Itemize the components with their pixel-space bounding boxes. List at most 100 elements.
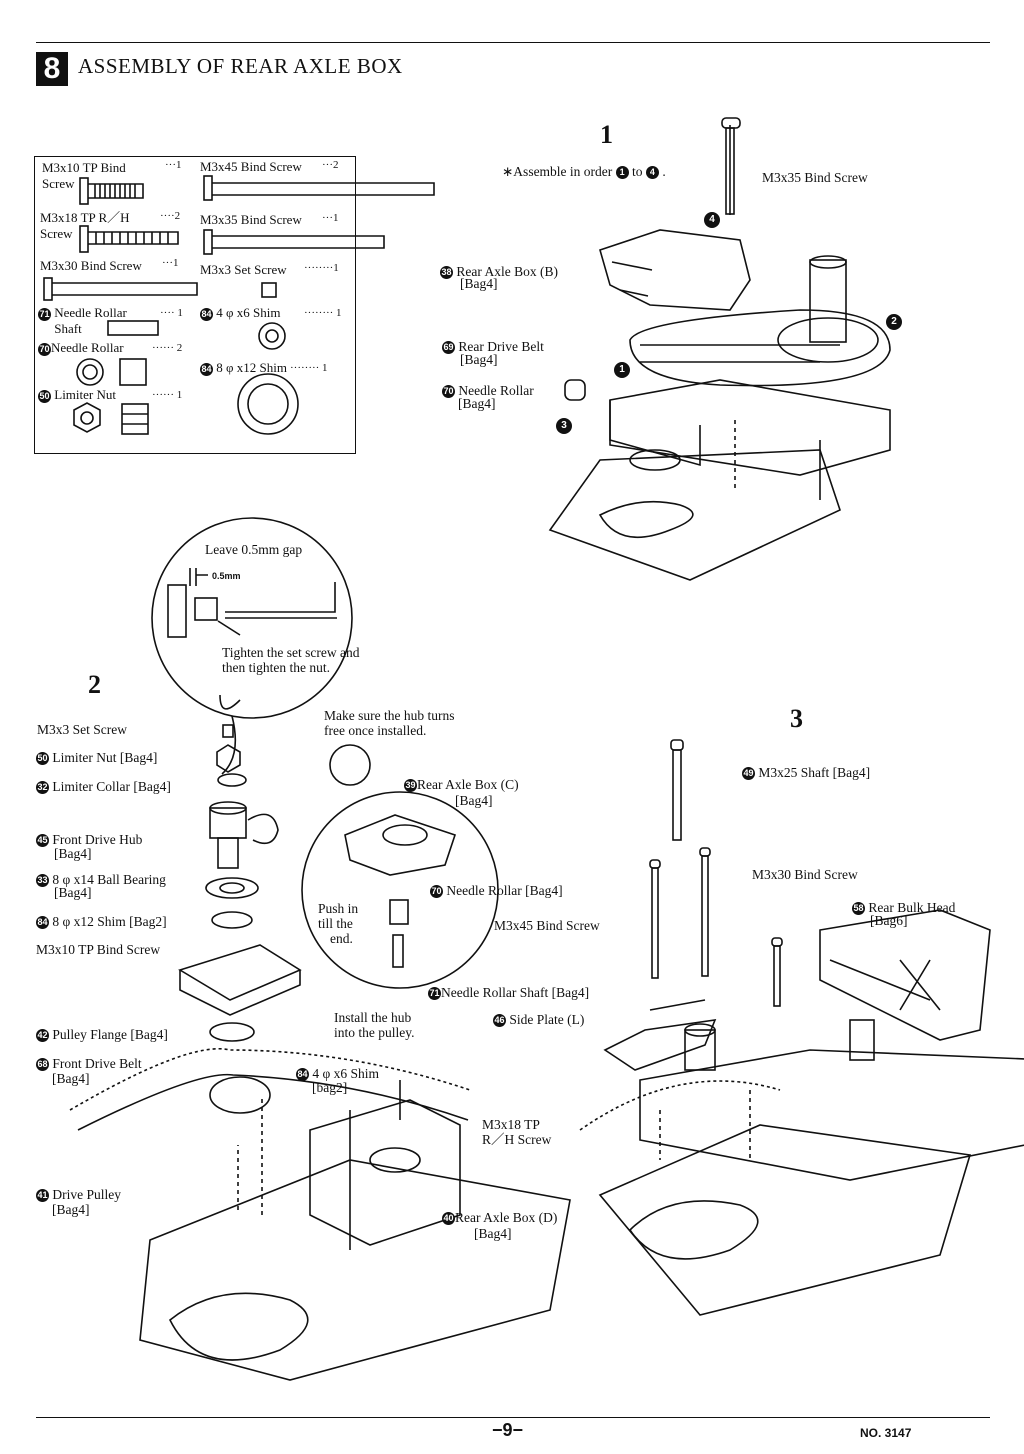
part-m3x35-name: M3x35 Bind Screw <box>200 212 302 227</box>
part-number-mark: 45 <box>36 834 49 848</box>
step1-drawing <box>548 117 891 581</box>
bottom-rule <box>36 1417 990 1418</box>
order-note-prefix: ∗Assemble in order <box>502 164 613 179</box>
page-number: −9− <box>492 1420 524 1440</box>
order-note-mid: to <box>632 164 643 179</box>
bulkhead-text: Rear Bulk Head <box>868 900 956 915</box>
step2-drive-pulley-bag: [Bag4] <box>52 1202 90 1217</box>
part-number-mark: 40 <box>442 1212 455 1226</box>
step3-bind45-label: M3x45 Bind Screw <box>494 918 600 933</box>
parts-list-box <box>34 156 356 454</box>
part-number-mark: 42 <box>36 1029 49 1043</box>
part-number-mark: 33 <box>36 874 49 888</box>
part-m3x30-qty: ···1 <box>162 257 179 269</box>
gap-detail-title: Leave 0.5mm gap <box>205 542 303 557</box>
push-line3: end. <box>330 931 353 946</box>
part-m3x10-name: M3x10 TP Bind Screw <box>42 160 126 191</box>
part-needle-name: Needle Rollar <box>51 340 124 355</box>
part-m3x10-qty: ···1 <box>165 159 182 171</box>
install-line1: Install the hub <box>334 1010 412 1025</box>
bearing-text: 8 φ x14 Ball Bearing <box>52 872 166 887</box>
part-number-mark: 46 <box>493 1014 506 1028</box>
part-number-mark: 84 <box>36 916 49 930</box>
axle-box-d-text: Rear Axle Box (D) <box>455 1210 558 1225</box>
part-m3x45-name: M3x45 Bind Screw <box>200 159 302 174</box>
side-plate-text: Side Plate (L) <box>509 1012 585 1027</box>
step2-shim46-bag: [bag2] <box>312 1080 348 1095</box>
step2-front-hub-bag: [Bag4] <box>54 846 92 861</box>
install-line2: into the pulley. <box>334 1025 415 1040</box>
step2-bearing-label: 33 8 φ x14 Ball Bearing <box>36 872 166 888</box>
part-m3x30-name: M3x30 Bind Screw <box>40 258 142 273</box>
step1-needle-bag: [Bag4] <box>458 396 496 411</box>
hub-note-line2: free once installed. <box>324 723 427 738</box>
part-number-mark: 70 <box>430 885 443 899</box>
part-limiter-row: 50 Limiter Nut <box>38 387 116 403</box>
step2-axle-box-d-bag: [Bag4] <box>474 1226 512 1241</box>
inset-shaft-text: Needle Rollar Shaft [Bag4] <box>441 985 590 1000</box>
gap-dimension: 0.5mm <box>212 571 241 581</box>
part-m3x18-qty: ····2 <box>160 210 181 222</box>
order-mark-2: 2 <box>886 314 902 330</box>
section-number-badge: 8 <box>36 52 68 86</box>
part-number-mark: 50 <box>36 752 49 766</box>
axle-box-c-text: Rear Axle Box (C) <box>417 777 519 792</box>
step2-set-screw-label: M3x3 Set Screw <box>37 722 127 737</box>
part-shaft-row: 71 Needle Rollar Shaft <box>38 305 154 337</box>
step2-shim46-label: 84 4 φ x6 Shim <box>296 1066 380 1082</box>
document-number: NO. 3147 <box>860 1426 912 1440</box>
order-mark-3: 3 <box>556 418 572 434</box>
step3-shaft-label: 49 M3x25 Shaft [Bag4] <box>742 765 871 781</box>
step2-limiter-nut-label: 50 Limiter Nut [Bag4] <box>36 750 157 766</box>
tp-screw-line2: R／H Screw <box>482 1132 552 1147</box>
step1-rear-belt-bag: [Bag4] <box>460 352 498 367</box>
part-limiter-qty: ······ 1 <box>152 389 183 401</box>
step2-drive-pulley-label: 41 Drive Pulley <box>36 1187 121 1203</box>
limiter-collar-text: Limiter Collar [Bag4] <box>52 779 171 794</box>
part-shim46-row: 84 4 φ x6 Shim <box>200 305 280 321</box>
needle-text: Needle Rollar <box>458 383 534 398</box>
push-line2: till the <box>318 916 353 931</box>
part-shim812-name: 8 φ x12 Shim <box>216 360 287 375</box>
part-number-mark: 68 <box>36 1058 49 1072</box>
push-line1: Push in <box>318 901 359 916</box>
part-number-mark: 70 <box>442 385 455 399</box>
order-mark-last: 4 <box>645 166 659 180</box>
part-number-mark: 58 <box>852 902 865 916</box>
part-number-mark: 69 <box>442 341 455 355</box>
tp-screw-line1: M3x18 TP <box>482 1117 540 1132</box>
step3-bind30-label: M3x30 Bind Screw <box>752 867 858 882</box>
step1-axle-box-b-bag: [Bag4] <box>460 276 498 291</box>
step2-tp-bind-label: M3x10 TP Bind Screw <box>36 942 161 957</box>
part-number-mark: 84 <box>296 1068 309 1082</box>
front-belt-text: Front Drive Belt <box>52 1056 142 1071</box>
gap-note-line1: Tighten the set screw and <box>222 645 360 660</box>
step3-shaft-text: M3x25 Shaft [Bag4] <box>758 765 871 780</box>
step1-order-note: ∗Assemble in order 1 to 4 . <box>502 164 666 180</box>
part-number-mark: 71 <box>428 987 441 1001</box>
step-2-number: 2 <box>88 670 101 699</box>
step-1-number: 1 <box>600 120 613 149</box>
part-shim812-qty: ········ 1 <box>290 362 328 374</box>
part-number-mark: 38 <box>440 266 453 280</box>
step3-bulkhead-bag: [Bag6] <box>870 913 908 928</box>
axle-box-b-text: Rear Axle Box (B) <box>456 264 558 279</box>
front-hub-text: Front Drive Hub <box>52 832 143 847</box>
step2-drawing <box>69 694 571 1381</box>
order-note-suffix: . <box>662 164 666 179</box>
part-number-mark: 39 <box>404 779 417 793</box>
step2-front-belt-label: 68 Front Drive Belt <box>36 1056 142 1072</box>
step2-front-hub-label: 45 Front Drive Hub <box>36 832 143 848</box>
part-number-mark: 70 <box>38 342 51 356</box>
part-needle-qty: ······ 2 <box>152 342 183 354</box>
shim46-text: 4 φ x6 Shim <box>312 1066 380 1081</box>
part-number-mark: 49 <box>742 767 755 781</box>
step1-rear-belt-label: 69 Rear Drive Belt <box>442 339 544 355</box>
step1-axle-box-b-label: 38 Rear Axle Box (B) <box>440 264 558 280</box>
step2-front-belt-bag: [Bag4] <box>52 1071 90 1086</box>
step2-limiter-collar-label: 32 Limiter Collar [Bag4] <box>36 779 171 795</box>
rear-belt-text: Rear Drive Belt <box>458 339 544 354</box>
step1-bind-screw-label: M3x35 Bind Screw <box>762 170 868 185</box>
